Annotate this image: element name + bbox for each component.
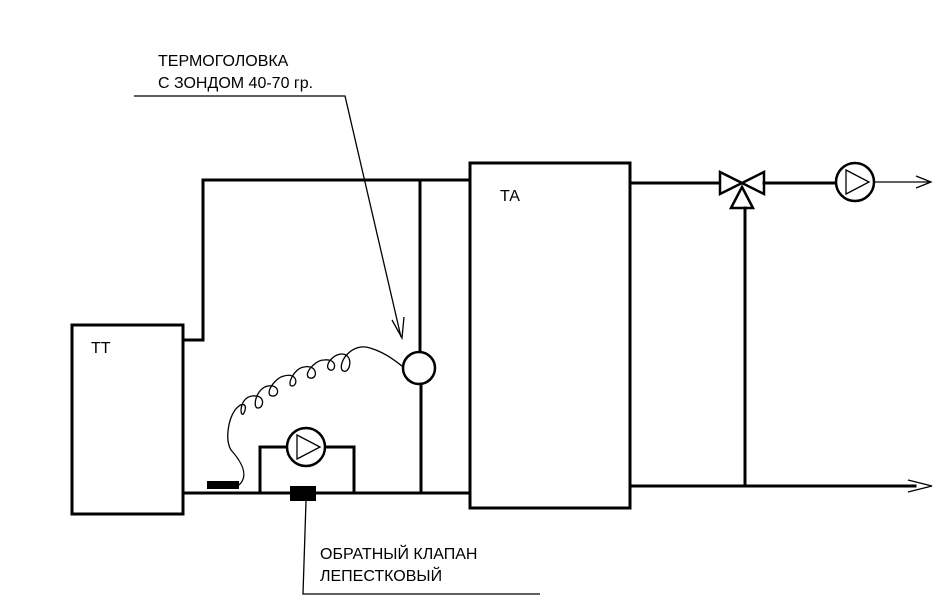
boiler-box	[70, 323, 185, 516]
circulation-pump-arrow	[845, 168, 871, 196]
check-valve-label-line2: ЛЕПЕСТКОВЫЙ	[320, 568, 443, 585]
thermo-head-arrowhead	[391, 316, 405, 341]
three-way-valve-bottom	[728, 184, 756, 210]
check-valve-icon	[290, 486, 316, 501]
boiler-supply-pipe	[181, 178, 472, 342]
boiler-pump-arrow	[296, 433, 322, 461]
thermo-head-label-line1: ТЕРМОГОЛОВКА	[158, 53, 289, 70]
three-way-valve-left	[718, 169, 745, 197]
check-valve-label-line1: ОБРАТНЫЙ КЛАПАН	[320, 546, 478, 563]
check-valve-leader	[302, 500, 540, 595]
three-way-mixing-valve	[401, 350, 437, 386]
temperature-probe-icon	[207, 481, 239, 489]
capillary-tube	[227, 346, 403, 486]
return-out-arrow	[907, 479, 933, 493]
boiler-label: ТТ	[91, 340, 111, 357]
thermo-head-label-line2: С ЗОНДОМ 40-70 гр.	[158, 75, 314, 92]
accumulator-box	[468, 161, 632, 510]
accumulator-label: ТА	[500, 188, 520, 205]
supply-out-arrow	[874, 175, 933, 189]
thermo-head-leader	[134, 95, 402, 338]
